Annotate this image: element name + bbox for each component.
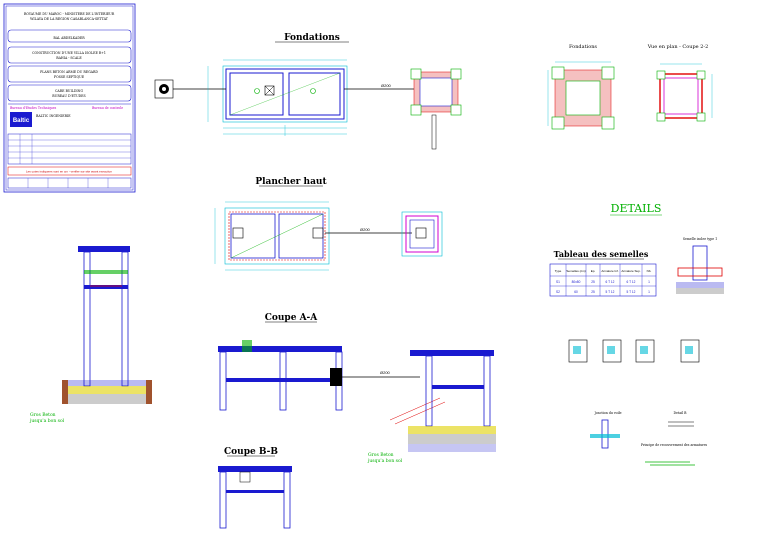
tb-footer-red: Les cotes indiquees sont en cm - verifie… [26, 170, 112, 174]
table-cell: 25 [591, 280, 595, 284]
plancher-haut-plan: Ø200 [214, 201, 443, 271]
bottom-details: Jonction du voile Detail B Principe de r… [590, 411, 708, 466]
tb-bureau-label: Bureau d'Etudes Techniques [10, 106, 57, 110]
title-coupe-aa: Coupe A-A [265, 313, 319, 323]
table-cell: 1 [648, 290, 650, 294]
gros-beton-2b: jusqu'a bon sol [367, 458, 403, 464]
tb-logo: Baltic [13, 118, 30, 124]
tb-header-2: WILAYA DE LA REGION CASABLANCA-SETTAT [30, 17, 109, 21]
gros-beton-1: Gros Beton [30, 412, 56, 418]
table-cell: 5 T 12 [627, 290, 636, 294]
gros-beton-2: Gros Beton [368, 452, 394, 458]
title-fondations: Fondations [284, 33, 340, 43]
tb-row-4b: BUREAU D'ETUDES [52, 94, 85, 98]
tb-header-1: ROYAUME DU MAROC - MINISTERE DE L'INTERI… [24, 12, 115, 16]
pipe-label-3: Ø200 [380, 370, 391, 375]
gros-beton-1b: jusqu'a bon sol [29, 418, 65, 424]
tb-row-2a: CONSTRUCTION D'UNE VILLA ISOLEE R+1 [32, 51, 106, 55]
detail-b-label: Detail B [673, 411, 687, 415]
coupe-bb [218, 466, 292, 529]
title-details: DETAILS [611, 202, 662, 215]
jonction-label: Jonction du voile [593, 411, 621, 415]
fondations-plan: Ø200 [154, 59, 462, 150]
tb-row-2b: BAHIA - SCALE [56, 56, 82, 60]
table-header: Armature Sup. [621, 269, 641, 273]
tb-controle-label: Bureau de controle [92, 106, 123, 110]
table-header: Ep. [591, 269, 596, 273]
table-cell: S2 [556, 290, 560, 294]
semelles-table: Type Semelles (cm) Ep. Armature Inf. Arm… [549, 263, 657, 297]
title-fondations-small: Fondations [569, 44, 597, 50]
semelle-type-label: Semelle isolee type 1 [683, 237, 717, 241]
title-vue-en-plan: Vue en plan - Coupe 2-2 [647, 44, 709, 50]
table-header: Type [555, 269, 562, 273]
table-cell: S1 [556, 280, 560, 284]
title-tableau-semelles: Tableau des semelles [554, 249, 649, 259]
tb-bureau-name: BALTIC INGENIERIE [36, 114, 71, 118]
table-cell: 5 T 12 [606, 290, 615, 294]
detail-vue-en-plan [656, 63, 713, 122]
table-header: Semelles (cm) [566, 269, 585, 273]
table-cell: 6 T 12 [606, 280, 615, 284]
table-cell: 80x80 [572, 280, 581, 284]
detail-boxes [568, 339, 700, 363]
title-plancher-haut: Plancher haut [255, 177, 327, 187]
title-block: ROYAUME DU MAROC - MINISTERE DE L'INTERI… [3, 3, 136, 193]
semelle-detail: Semelle isolee type 1 [676, 237, 724, 294]
coupe-left: Gros Beton jusqu'a bon sol [29, 246, 152, 424]
table-header: Armature Inf. [601, 269, 619, 273]
detail-fondations-small [547, 61, 615, 130]
table-cell: 1 [648, 280, 650, 284]
table-cell: 25 [591, 290, 595, 294]
tb-row-3a: PLANS BETON ARME DU REGARD [40, 70, 98, 74]
principe-label: Principe de recouvrement des armatures [641, 443, 708, 447]
table-cell: 60 [574, 290, 578, 294]
table-cell: 6 T 12 [627, 280, 636, 284]
tb-row-3b: FOSSE SEPTIQUE [54, 75, 85, 79]
tb-row-1: BAL ABDELKADER [53, 36, 85, 40]
title-coupe-bb: Coupe B-B [224, 447, 278, 457]
pipe-label-1: Ø200 [381, 83, 392, 88]
table-header: Nb. [647, 269, 652, 273]
pipe-label-2: Ø200 [360, 227, 371, 232]
coupe-aa: Ø200 Gros Beton jusqu'a bon sol [218, 340, 496, 464]
tb-row-4a: CARE BUILDING [55, 89, 83, 93]
